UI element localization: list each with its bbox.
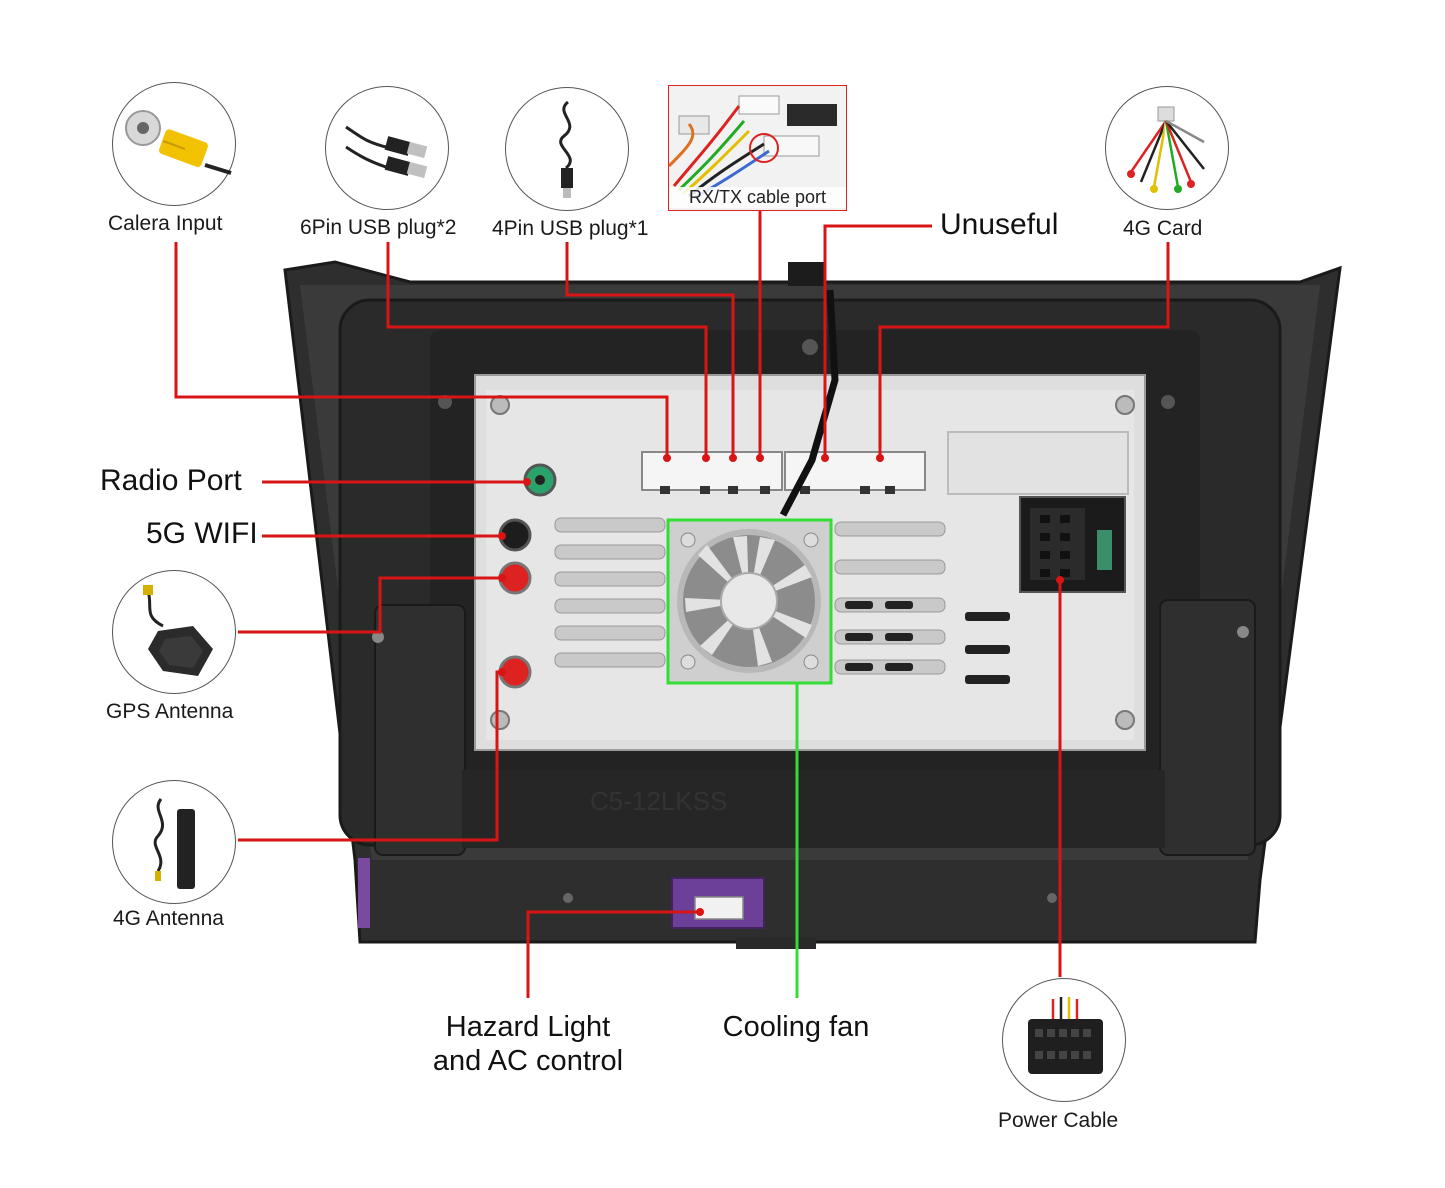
gps-antenna-circle [112, 570, 236, 694]
hazard-label-line1: Hazard Light [445, 1011, 611, 1043]
card4g-circle [1105, 86, 1229, 210]
hazard-label: Hazard Light and AC control [418, 1010, 638, 1078]
wifi5g-label: 5G WIFI [146, 517, 258, 550]
camera-input-circle [112, 82, 236, 206]
hazard-label-line2: and AC control [432, 1045, 624, 1077]
usb6-circle [325, 86, 449, 210]
gps-puck-icon [143, 585, 213, 676]
usb-single-icon [559, 100, 573, 198]
camera-input-label: Calera Input [108, 212, 223, 235]
power-cable-label: Power Cable [998, 1109, 1119, 1132]
unit-engraving: C5-12LKSS [590, 786, 727, 816]
rxtx-cable-photo: RX/TX cable port [668, 85, 847, 211]
wiring-harness-icon [1127, 106, 1205, 193]
usb6-label: 6Pin USB plug*2 [300, 216, 457, 239]
camera-rca-icon [125, 110, 232, 175]
antenna4g-label: 4G Antenna [113, 907, 224, 930]
usb-cable-icon [345, 125, 428, 179]
card4g-label: 4G Card [1123, 217, 1203, 240]
lte-antenna-icon [153, 798, 195, 889]
cooling-fan-label: Cooling fan [722, 1011, 870, 1043]
power-cable-circle [1002, 978, 1126, 1102]
rxtx-label: RX/TX cable port [669, 187, 846, 208]
radio-port-label: Radio Port [100, 464, 242, 497]
usb4-label: 4Pin USB plug*1 [492, 217, 649, 240]
iso-connector-icon [1028, 997, 1103, 1074]
gps-antenna-label: GPS Antenna [106, 700, 234, 723]
usb4-circle [505, 87, 629, 211]
antenna4g-circle [112, 780, 236, 904]
unuseful-label: Unuseful [940, 208, 1059, 241]
